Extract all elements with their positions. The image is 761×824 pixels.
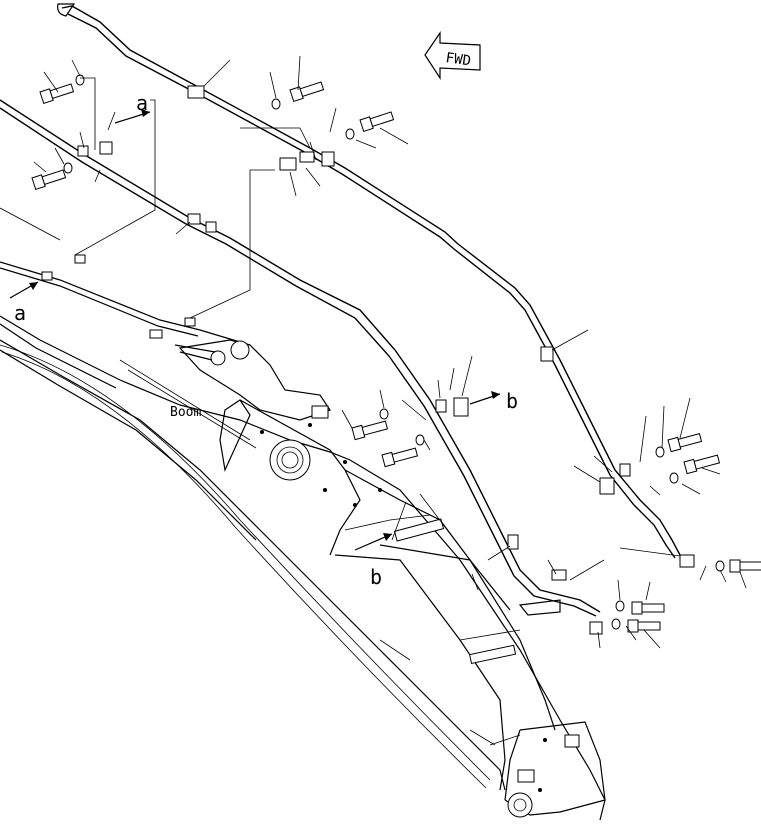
- ref-b-lower: b: [370, 565, 382, 589]
- fwd-label: FWD: [445, 50, 472, 69]
- boom-structure: [0, 315, 606, 821]
- upper-hydraulic-pipe: [57, 3, 681, 559]
- bolts: [31, 81, 761, 633]
- pipe-clamps: [77, 85, 695, 635]
- ref-b-right: b: [506, 389, 518, 413]
- washers: [63, 74, 725, 630]
- boom-clamp-blocks: [41, 254, 580, 783]
- ref-a-left: a: [14, 301, 26, 325]
- fwd-arrow-icon: FWD: [424, 31, 481, 81]
- ref-a-top: a: [136, 91, 148, 115]
- leader-lines: [0, 55, 747, 649]
- boom-label: Boom: [170, 405, 201, 420]
- reference-arrows: [9, 109, 501, 551]
- text-labels: a a b b Boom: [14, 91, 518, 589]
- lower-line: [0, 261, 251, 346]
